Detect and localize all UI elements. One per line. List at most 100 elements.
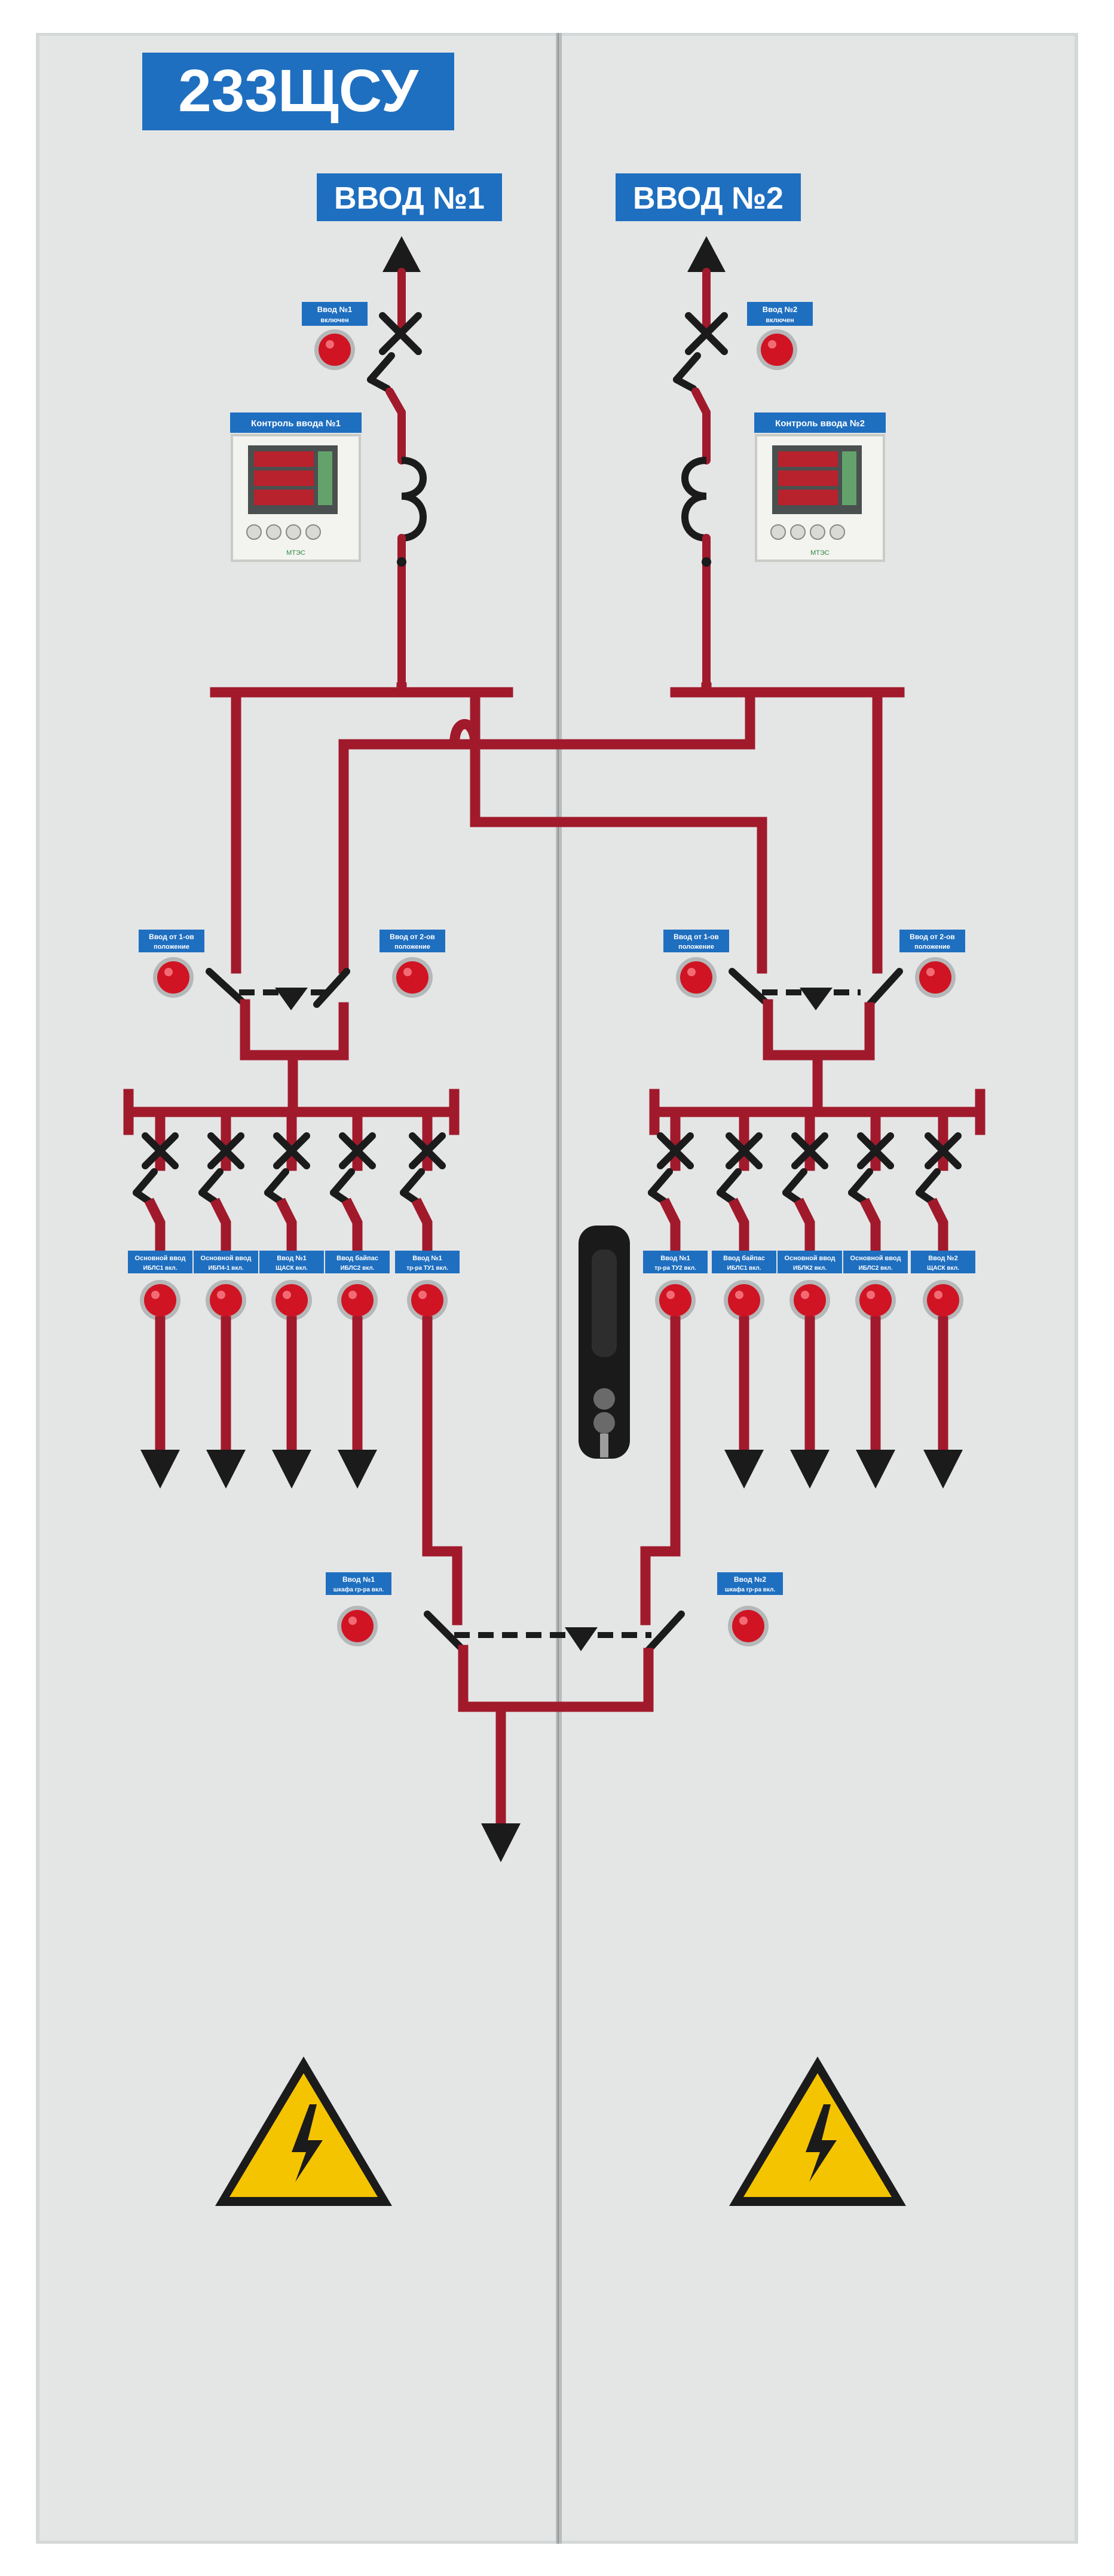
cabinet-body [36, 33, 1078, 2544]
ts-right-in1-label: Ввод от 1-ов [674, 933, 719, 941]
feeder-label: Ввод №1 [412, 1255, 442, 1262]
feeder-label-2: ИБЛС1 вкл. [727, 1265, 761, 1272]
ts-right-in2-label-2: положение [914, 943, 950, 951]
feeder-label-2: ЩАСК вкл. [276, 1265, 308, 1272]
input-2-lamp-group: Ввод №2 включен [747, 302, 813, 370]
right-transfer-switch [729, 968, 903, 1117]
indicator-lamp-icon [794, 1284, 826, 1316]
bottom-transfer-switch [422, 1328, 685, 1862]
feeder-label-2: ИБП4-1 вкл. [208, 1265, 243, 1272]
indicator-lamp-icon [728, 1284, 760, 1316]
arrow-icon [140, 1450, 180, 1489]
arrow-icon [923, 1450, 963, 1489]
input-2-lamp-label: Ввод №2 [763, 305, 798, 314]
meter-brand: МТЭС [286, 549, 305, 557]
input-1-line [367, 236, 427, 692]
cabinet-label: 233ЩСУ [142, 53, 454, 130]
input-2-title-text: ВВОД №2 [633, 181, 784, 216]
arrow-icon [856, 1450, 895, 1489]
feeder-left-3: Ввод №1 ЩАСК вкл. [259, 1107, 324, 1489]
feeder-label-2: ИБЛС2 вкл. [340, 1265, 374, 1272]
circuit-breaker-icon [673, 312, 728, 392]
indicator-lamp-icon [144, 1284, 176, 1316]
feeder-label: Ввод №1 [660, 1255, 690, 1262]
door-handle-icon[interactable] [579, 1226, 630, 1459]
circuit-breaker-icon [264, 1132, 310, 1206]
indicator-lamp-icon [396, 961, 429, 994]
ts-left-in1-label-2: положение [154, 943, 189, 951]
cabinet-label-text: 233ЩСУ [178, 57, 420, 124]
feeder-label: Основной ввод [201, 1255, 252, 1262]
bottom-in1-label: Ввод №1 [342, 1575, 375, 1584]
feeder-label: Ввод байпас [723, 1255, 765, 1262]
input-1-lamp-group: Ввод №1 включен [302, 302, 368, 370]
bottom-in2-label: Ввод №2 [734, 1575, 766, 1584]
feeder-label: Ввод №2 [928, 1255, 958, 1262]
circuit-breaker-icon [330, 1132, 376, 1206]
feeder-right-1: Ввод №1 тр-ра ТУ2 вкл. [643, 1107, 708, 1339]
ts-left-in2-label: Ввод от 2-ов [390, 933, 435, 941]
ts-lamps: Ввод от 1-ов положение Ввод от 2-ов поло… [139, 930, 965, 998]
bottom-lamps: Ввод №1 шкафа гр-ра вкл. Ввод №2 шкафа г… [326, 1572, 783, 1646]
indicator-lamp-icon [411, 1284, 443, 1316]
input-2-line [673, 236, 728, 692]
feeder-left-5: Ввод №1 тр-ра ТУ1 вкл. [395, 1107, 460, 1339]
feeder-label: Основной ввод [785, 1255, 836, 1262]
indicator-lamp-icon [157, 961, 189, 994]
indicator-lamp-icon [276, 1284, 308, 1316]
input-2-meter: Контроль ввода №2 МТЭС [754, 412, 886, 562]
input-1-title-text: ВВОД №1 [334, 181, 485, 216]
indicator-lamp-icon [319, 334, 351, 366]
current-transformer-icon [401, 457, 427, 542]
arrow-icon [338, 1450, 377, 1489]
feeder-label: Основной ввод [850, 1255, 901, 1262]
indicator-lamp-icon [680, 961, 712, 994]
feeder-label: Ввод байпас [336, 1255, 378, 1262]
indicator-lamp-icon [341, 1284, 374, 1316]
indicator-lamp-icon [919, 961, 951, 994]
ts-left-in1-label: Ввод от 1-ов [149, 933, 194, 941]
indicator-lamp-icon [341, 1610, 374, 1642]
feeder-label-2: ЩАСК вкл. [927, 1265, 959, 1272]
input-2-lamp-label-2: включен [766, 317, 794, 324]
feeder-label-2: тр-ра ТУ2 вкл. [654, 1265, 696, 1272]
feeder-label-2: ИБЛС1 вкл. [143, 1265, 177, 1272]
indicator-lamp-icon [859, 1284, 892, 1316]
arrow-icon [382, 236, 421, 272]
feeder-label: Ввод №1 [277, 1255, 307, 1262]
current-transformer-icon [681, 457, 707, 542]
feeder-right-5: Ввод №2 ЩАСК вкл. [911, 1107, 975, 1489]
feeder-label-2: ИБЛС2 вкл. [858, 1265, 892, 1272]
ts-right-in1-label-2: положение [678, 943, 714, 951]
high-voltage-warning-icon [215, 2056, 392, 2206]
indicator-lamp-icon [210, 1284, 242, 1316]
arrow-icon [481, 1823, 521, 1862]
feeder-label-2: тр-ра ТУ1 вкл. [406, 1265, 448, 1272]
feeder-label: Основной ввод [135, 1255, 186, 1262]
indicator-lamp-icon [732, 1610, 764, 1642]
input-2-title: ВВОД №2 [616, 173, 801, 221]
input-1-title: ВВОД №1 [317, 173, 502, 221]
bus-network [210, 682, 905, 974]
arrow-icon [206, 1450, 246, 1489]
ts-left-in2-label-2: положение [394, 943, 430, 951]
input-2-meter-label: Контроль ввода №2 [775, 418, 865, 429]
arrow-icon [724, 1450, 764, 1489]
high-voltage-warning-icon [729, 2056, 906, 2206]
ts-right-in2-label: Ввод от 2-ов [910, 933, 955, 941]
arrow-icon [790, 1450, 830, 1489]
circuit-breaker-icon [648, 1132, 694, 1206]
left-transfer-switch [206, 968, 350, 1117]
bottom-in1-label-2: шкафа гр-ра вкл. [333, 1586, 384, 1593]
bottom-in2-label-2: шкафа гр-ра вкл. [725, 1586, 776, 1593]
input-1-lamp-label-2: включен [320, 317, 349, 324]
indicator-lamp-icon [761, 334, 793, 366]
indicator-lamp-icon [927, 1284, 959, 1316]
